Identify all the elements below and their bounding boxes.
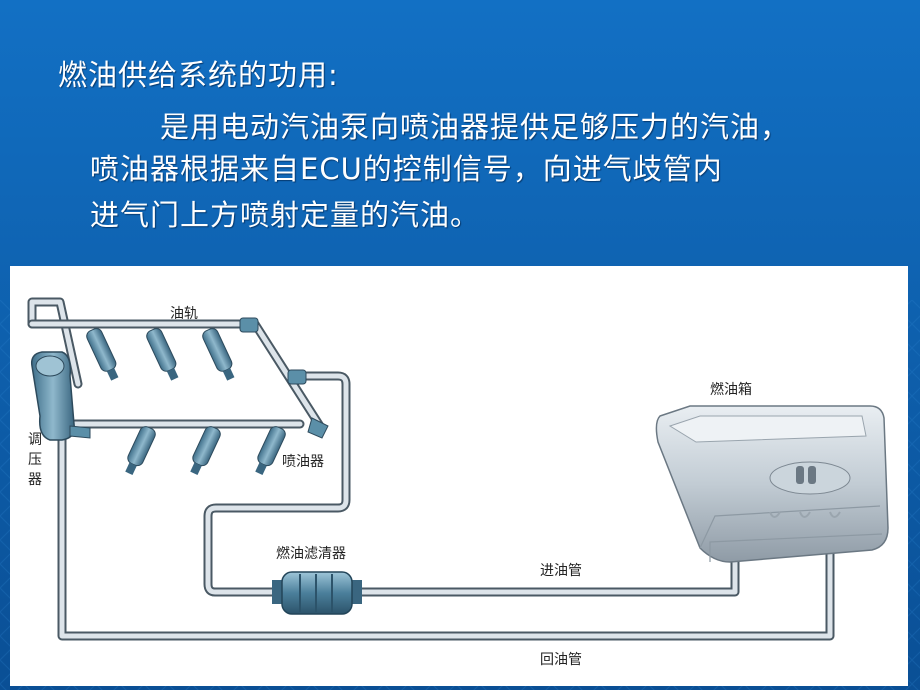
body-line-1: 是用电动汽油泵向喷油器提供足够压力的汽油， — [160, 110, 791, 144]
label-fuel-tank: 燃油箱 — [710, 381, 752, 398]
body-line-3: 进气门上方喷射定量的汽油。 — [90, 198, 481, 232]
label-supply-line: 进油管 — [540, 563, 582, 579]
label-fuel-filter: 燃油滤清器 — [276, 545, 346, 562]
label-injector: 喷油器 — [282, 454, 324, 470]
fuel-tank — [655, 405, 889, 563]
label-return-line: 回油管 — [540, 652, 582, 668]
label-regulator-1: 调 — [28, 432, 42, 448]
fuel-filter — [272, 571, 362, 615]
slide-heading: 燃油供给系统的功用: — [58, 58, 339, 92]
slide-text: 燃油供给系统的功用: 是用电动汽油泵向喷油器提供足够压力的汽油， 喷油器根据来自… — [0, 0, 920, 260]
fuel-system-diagram: 油轨 调 压 器 喷油器 燃油箱 燃油滤清器 进油管 回油管 — [10, 266, 908, 686]
label-regulator-3: 器 — [28, 472, 42, 488]
pressure-regulator — [30, 351, 91, 441]
injectors-lower — [125, 417, 329, 476]
label-fuel-rail: 油轨 — [170, 306, 198, 322]
injectors-upper — [86, 317, 307, 385]
body-line-2: 喷油器根据来自ECU的控制信号，向进气歧管内 — [90, 152, 723, 186]
label-regulator-2: 压 — [28, 452, 42, 468]
